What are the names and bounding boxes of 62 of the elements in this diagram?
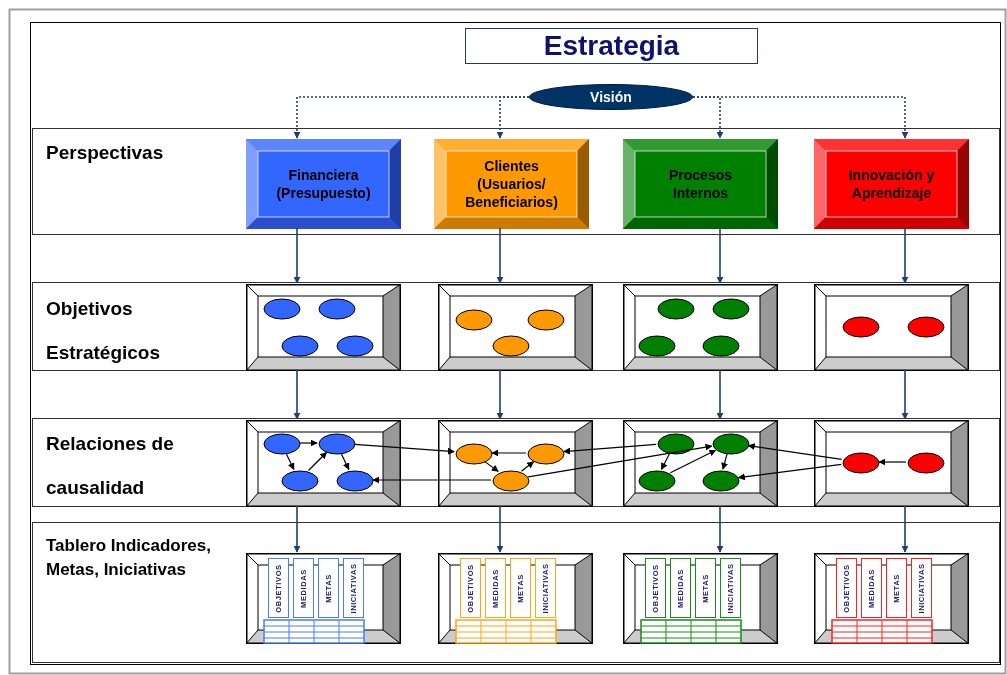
vision-label: Visión xyxy=(590,89,632,105)
heading-box xyxy=(465,28,758,64)
row-band xyxy=(32,128,1000,235)
dotted-arrow xyxy=(692,96,909,139)
arrow xyxy=(878,458,907,466)
index-card xyxy=(293,558,314,618)
dotted-arrow xyxy=(496,96,530,139)
index-card xyxy=(485,558,506,618)
arrow xyxy=(293,227,301,284)
index-card xyxy=(268,558,289,618)
arrow xyxy=(496,369,504,420)
index-card xyxy=(460,558,481,618)
perspective-label: Clientes (Usuarios/ Beneficiarios) xyxy=(464,157,559,211)
index-card xyxy=(720,558,741,618)
index-card xyxy=(836,558,857,618)
row-label: Relaciones de causalidad xyxy=(46,432,175,500)
arrow xyxy=(293,369,301,420)
arrow xyxy=(372,476,492,484)
arrow xyxy=(285,453,295,471)
arrow xyxy=(293,505,301,553)
row-band xyxy=(32,522,1000,663)
row-label: Tablero Indicadores, Metas, Iniciativas xyxy=(46,535,212,581)
arrow xyxy=(307,451,328,472)
arrow xyxy=(527,443,713,478)
arrow xyxy=(901,505,909,553)
arrow xyxy=(747,443,843,460)
index-card xyxy=(510,558,531,618)
arrow xyxy=(299,439,318,447)
arrow xyxy=(660,452,671,471)
arrow xyxy=(520,461,535,472)
index-card xyxy=(318,558,339,618)
perspective-label: Financiera (Presupuesto) xyxy=(275,166,372,202)
arrow xyxy=(716,369,724,420)
index-card xyxy=(535,558,556,618)
heading-text: Estrategia xyxy=(543,30,680,62)
row-band xyxy=(32,282,1000,371)
index-card xyxy=(343,558,364,618)
index-card xyxy=(695,558,716,618)
arrow xyxy=(716,505,724,553)
arrow xyxy=(484,461,499,472)
arrow xyxy=(716,227,724,284)
arrow xyxy=(901,227,909,284)
arrow xyxy=(737,463,843,481)
arrow xyxy=(340,453,350,471)
arrow xyxy=(721,453,728,470)
index-card xyxy=(645,558,666,618)
arrow xyxy=(901,369,909,420)
row-label: Perspectivas xyxy=(46,141,165,165)
arrow xyxy=(491,449,527,457)
index-card xyxy=(911,558,932,618)
row-band xyxy=(32,418,1000,507)
arrow xyxy=(496,227,504,284)
arrow xyxy=(563,443,657,455)
index-card xyxy=(861,558,882,618)
row-label: Objetivos Estratégicos xyxy=(46,297,162,365)
index-card xyxy=(886,558,907,618)
arrow xyxy=(354,443,455,455)
arrow xyxy=(669,449,717,474)
perspective-label: Innovación y Aprendizaje xyxy=(847,166,936,202)
index-card xyxy=(670,558,691,618)
arrow xyxy=(496,505,504,553)
perspective-label: Procesos Internos xyxy=(667,166,733,202)
